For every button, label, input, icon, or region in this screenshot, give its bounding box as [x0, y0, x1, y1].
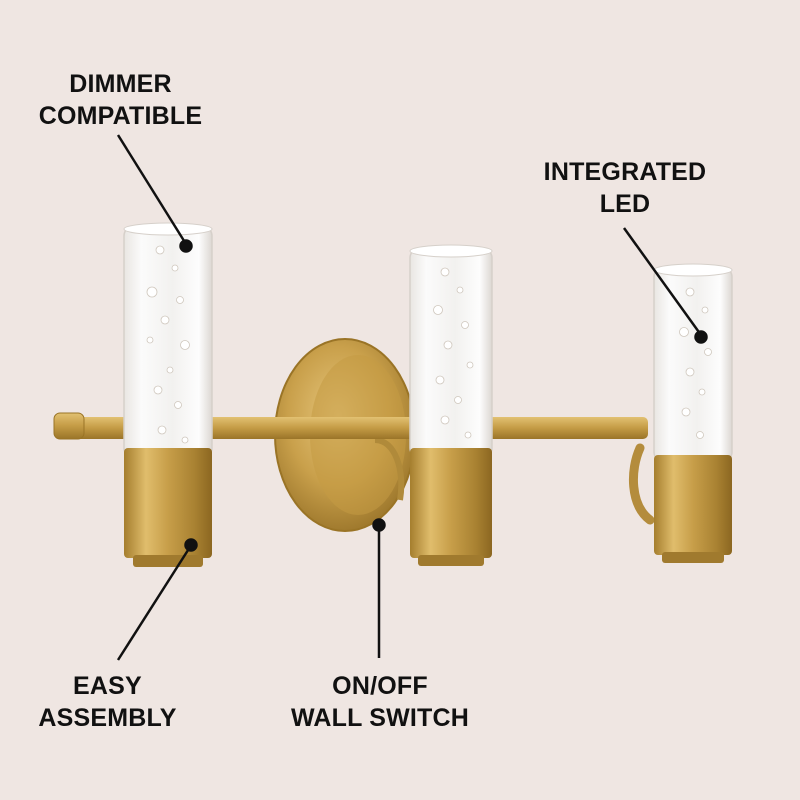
callout-led-line1: INTEGRATED	[543, 158, 707, 186]
callout-dimmer-line1: DIMMER	[69, 70, 172, 98]
callout-assembly-line1: EASY	[73, 672, 142, 700]
light-shade-right	[653, 263, 733, 563]
light-shade-left	[123, 222, 213, 567]
callout-dimmer-line2: COMPATIBLE	[38, 102, 203, 130]
callout-assembly-line2: ASSEMBLY	[38, 704, 177, 732]
callout-easy-assembly: EASY ASSEMBLY	[30, 670, 185, 734]
callout-switch-line1: ON/OFF	[332, 672, 428, 700]
callout-led-line2: LED	[599, 190, 651, 218]
callout-dimmer-compatible: DIMMER COMPATIBLE	[38, 68, 203, 132]
light-shade-center	[409, 244, 493, 566]
callout-lines	[116, 134, 708, 661]
callout-integrated-led: INTEGRATED LED	[540, 156, 710, 220]
callout-wall-switch: ON/OFF WALL SWITCH	[288, 670, 472, 734]
callout-switch-line2: WALL SWITCH	[290, 704, 470, 732]
